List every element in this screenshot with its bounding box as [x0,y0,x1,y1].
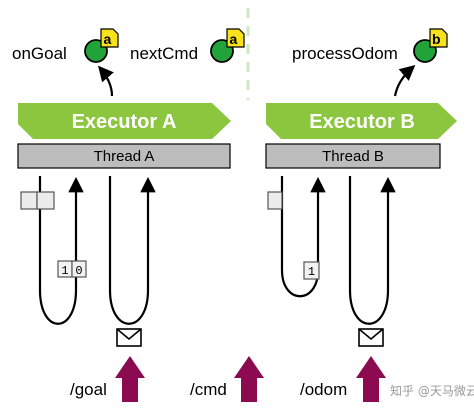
executor-b: Executor B [266,103,457,139]
queue-empty-a [20,191,55,210]
queue-cell [303,261,320,280]
envelope-icon [358,328,384,347]
dispatch-arrow-a [97,65,114,97]
executor-a: Executor A [18,103,231,139]
queue-odom: 1 [303,261,320,280]
queue-cell [71,260,87,278]
callback-nextcmd-node: a [210,28,245,63]
executor-a-banner [18,103,231,139]
svg-text:a: a [230,31,238,47]
executor-a-label: Executor A [72,111,177,133]
queue-value: 1 [308,265,315,279]
thread-a-label: Thread A [94,148,155,165]
callback-nextcmd-label: nextCmd [130,44,198,63]
executor-badge-icon: b [429,28,448,48]
thread-b-label: Thread B [322,148,384,165]
thread-a-bar [17,143,231,169]
queue-empty-b [267,191,283,210]
topic-odom-label: /odom [300,380,347,399]
topic-odom-arrow-icon [356,356,386,402]
thread-a: Thread A [17,143,231,169]
wait-loop-a1 [38,176,84,325]
thread-b-bar [265,143,441,169]
queue-goal: 1 0 [57,260,87,278]
executor-b-label: Executor B [309,111,415,133]
queue-value: 0 [75,264,82,278]
callback-ongoal-label: onGoal [12,44,67,63]
topic-cmd-arrow-icon [234,356,264,402]
watermark: 知乎 @天马微云 [390,384,474,398]
thread-b: Thread B [265,143,441,169]
callback-processodom-node: b [413,28,448,63]
callback-processodom-label: processOdom [292,44,398,63]
executor-badge-icon: a [226,28,245,48]
dispatch-arrow-b [393,64,416,97]
topic-cmd-label: /cmd [190,380,227,399]
callback-ongoal-node: a [84,28,119,63]
topic-goal-label: /goal [70,380,107,399]
svg-text:a: a [104,31,112,47]
queue-value: 1 [61,264,68,278]
queue-cell [20,191,38,210]
wait-loop-b2 [348,176,396,325]
executor-badge-icon: a [100,28,119,48]
queue-cell [36,191,55,210]
envelope-icon [116,328,142,347]
svg-text:b: b [432,31,441,47]
wait-loop-a2 [108,176,156,325]
topic-goal-arrow-icon [115,356,145,402]
executor-b-banner [266,103,457,139]
queue-cell [267,191,283,210]
